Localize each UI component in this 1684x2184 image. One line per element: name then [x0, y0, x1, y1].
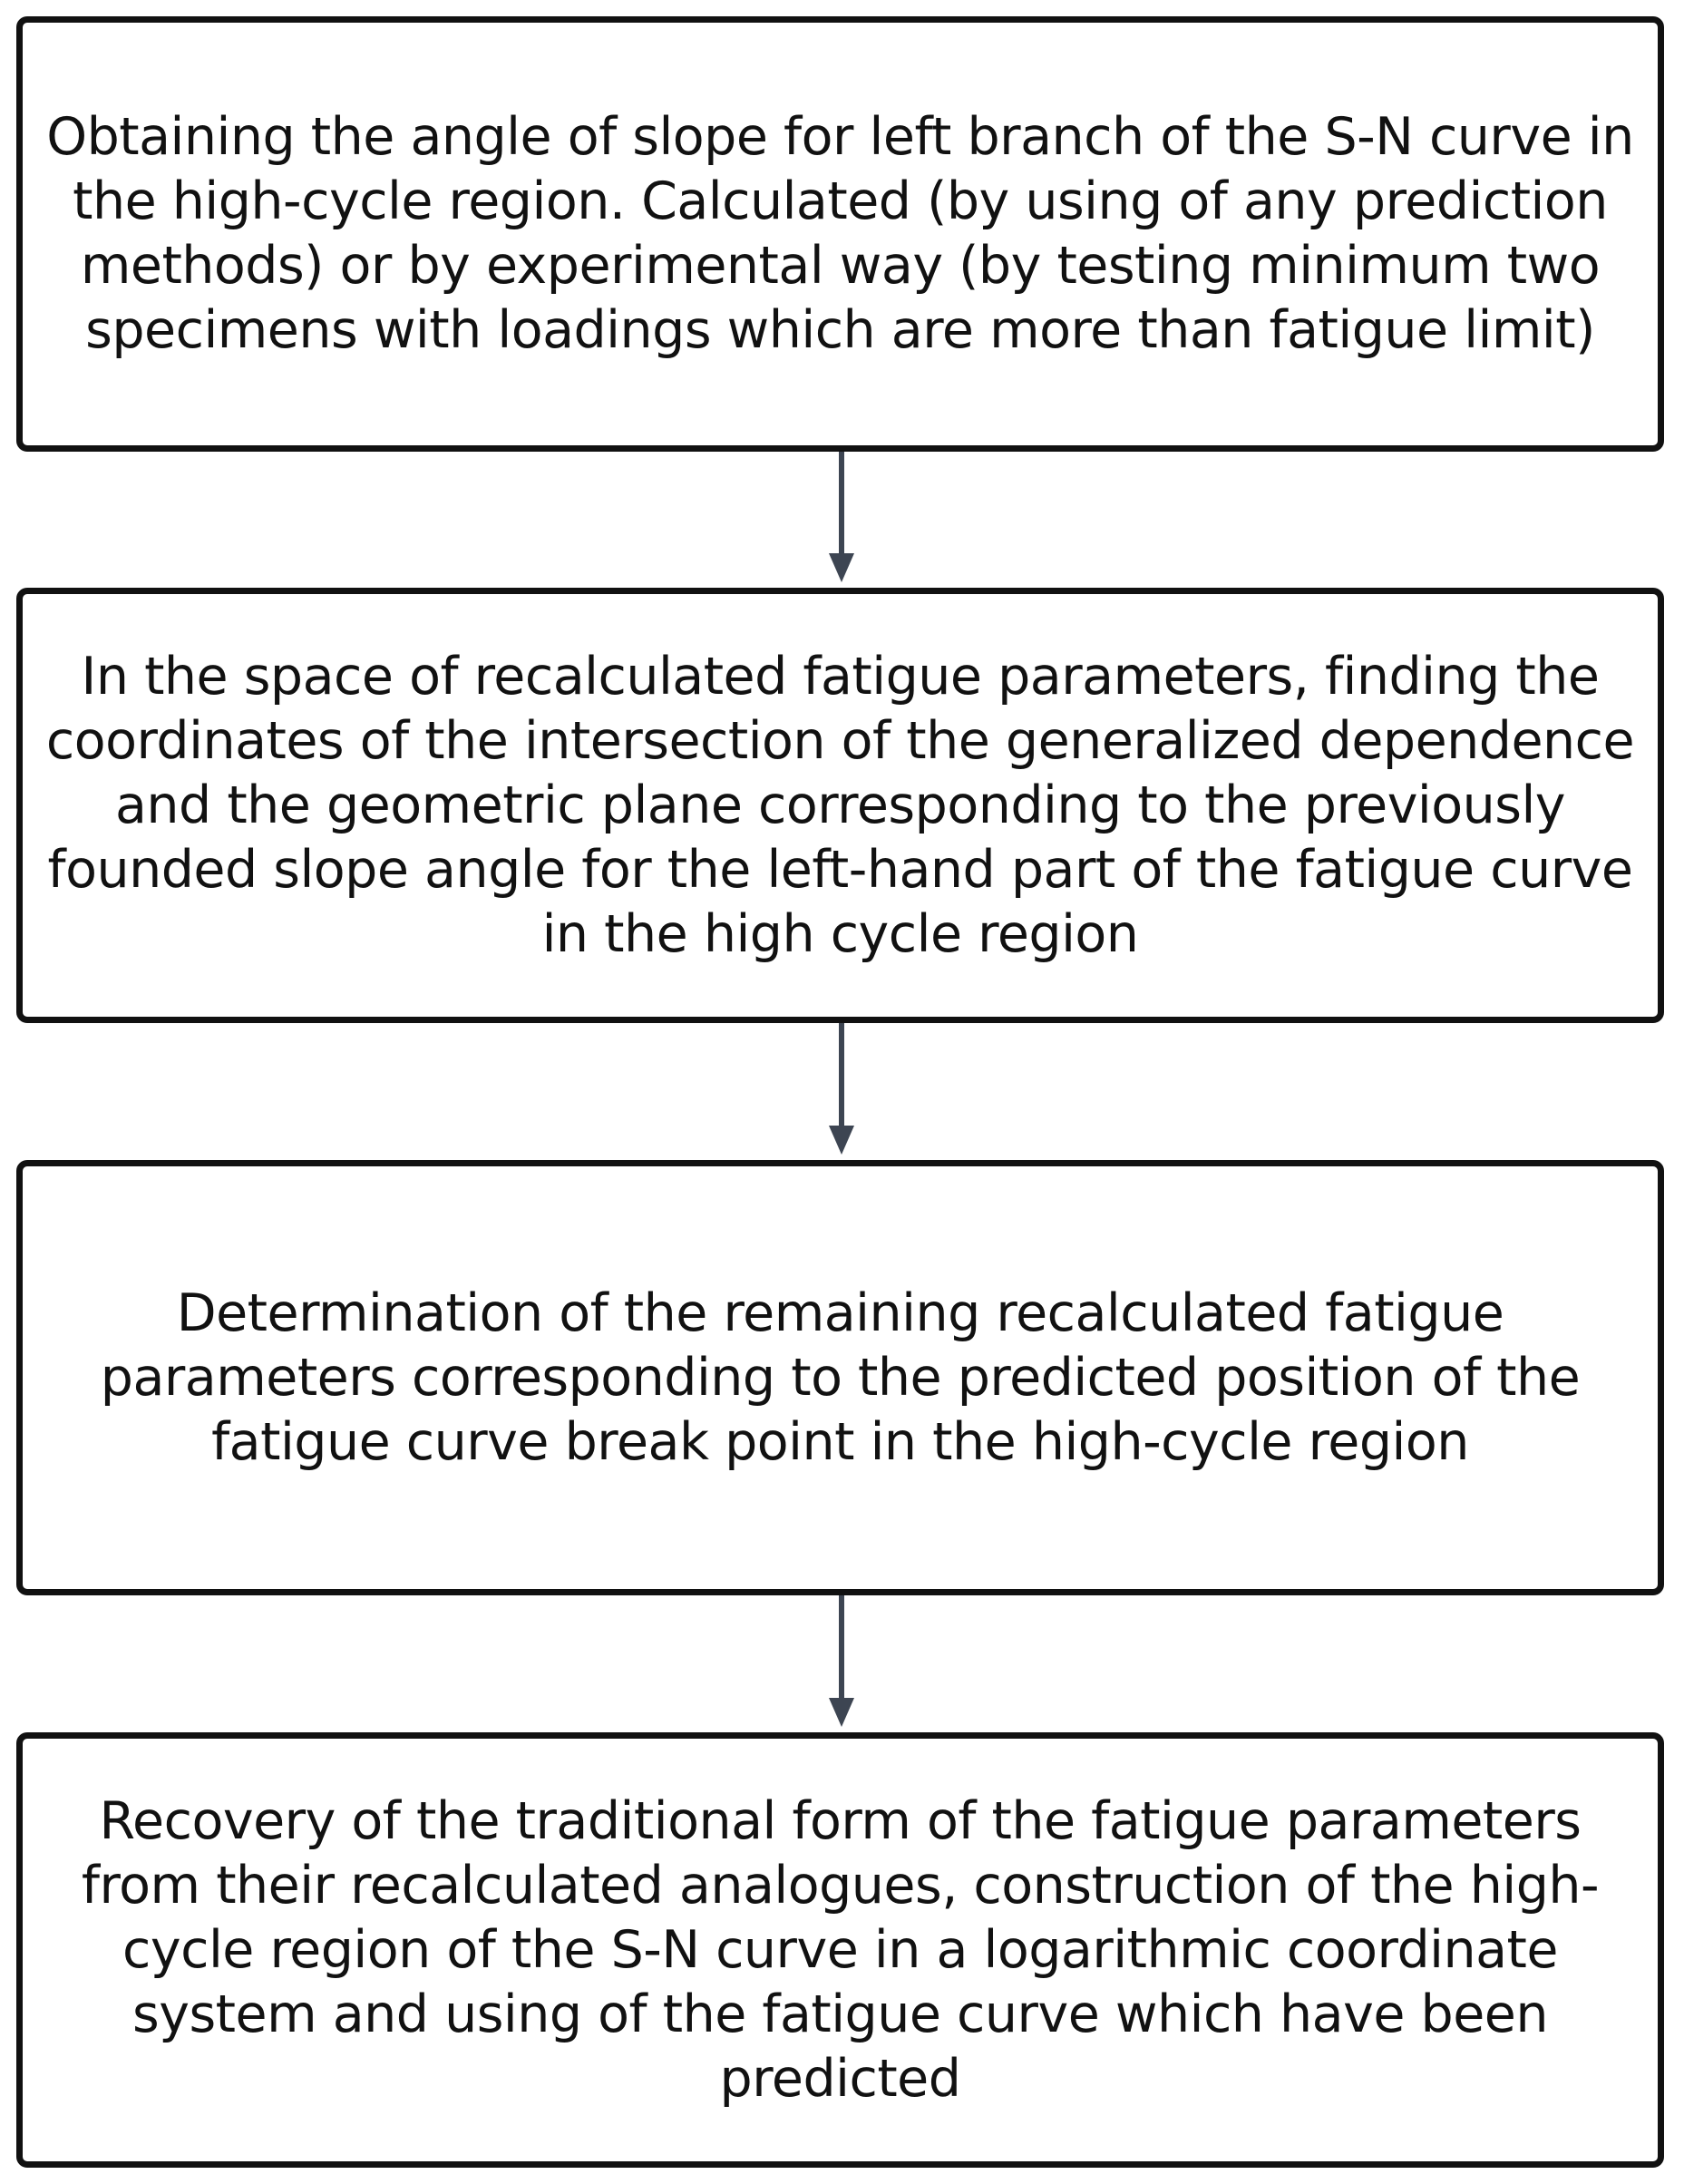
flow-step-3-text: Determination of the remaining recalcula…	[100, 1282, 1581, 1472]
flow-step-2-text: In the space of recalculated fatigue par…	[45, 646, 1635, 964]
flow-step-2-box: In the space of recalculated fatigue par…	[16, 588, 1664, 1023]
flow-arrow-2-3	[829, 1023, 854, 1155]
flow-step-1-box: Obtaining the angle of slope for left br…	[16, 16, 1664, 452]
flow-step-4-box: Recovery of the traditional form of the …	[16, 1732, 1664, 2168]
flow-arrow-3-4	[829, 1595, 854, 1727]
flow-arrow-1-2	[829, 452, 854, 582]
flow-step-1-text: Obtaining the angle of slope for left br…	[46, 107, 1634, 360]
flow-step-3-box: Determination of the remaining recalcula…	[16, 1160, 1664, 1595]
flow-step-4-text: Recovery of the traditional form of the …	[81, 1790, 1600, 2109]
